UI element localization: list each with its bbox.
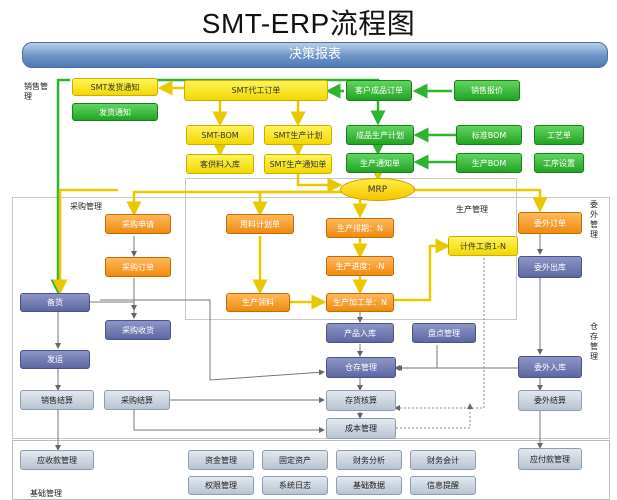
node-process-sheet[interactable]: 工艺单: [534, 125, 584, 145]
node-process-setup[interactable]: 工序设置: [534, 153, 584, 173]
node-purchase-settle[interactable]: 采购结算: [104, 390, 170, 410]
node-stock-accounting[interactable]: 存货核算: [326, 390, 396, 411]
purchase-region: [12, 197, 610, 439]
node-system-log[interactable]: 系统日志: [262, 476, 328, 495]
node-info-alert[interactable]: 信息提醒: [410, 476, 476, 495]
node-purchase-order[interactable]: 采购订单: [105, 257, 171, 277]
node-prod-bom[interactable]: 生产BOM: [456, 153, 522, 173]
node-outsource-settle[interactable]: 委外结算: [518, 390, 582, 411]
node-purchase-receive[interactable]: 采购收货: [105, 320, 171, 340]
node-warehouse-mgmt[interactable]: 仓存管理: [326, 357, 396, 378]
label-purchase: 采购管理: [70, 202, 102, 211]
node-delivery[interactable]: 发运: [20, 350, 90, 369]
node-smt-prod-notice[interactable]: SMT生产通知单: [264, 154, 332, 174]
node-fixed-assets[interactable]: 固定资产: [262, 450, 328, 470]
node-fin-accounting[interactable]: 财务会计: [410, 450, 476, 470]
node-customer-stockin[interactable]: 客供料入库: [186, 154, 254, 174]
node-ap-mgmt[interactable]: 应付款管理: [518, 448, 582, 470]
label-warehouse: 仓存管理: [590, 322, 598, 361]
node-smt-ship-notice[interactable]: SMT发货通知: [72, 78, 158, 96]
node-ar-mgmt[interactable]: 应收款管理: [20, 450, 94, 470]
node-prod-progress[interactable]: 生产进度：-N: [326, 256, 394, 276]
node-smt-order[interactable]: SMT代工订单: [184, 80, 328, 101]
node-prod-process[interactable]: 生产加工单：N: [326, 293, 394, 312]
label-outsource: 委外管理: [590, 200, 598, 239]
node-purchase-request[interactable]: 采购申请: [105, 214, 171, 234]
node-smt-bom[interactable]: SMT-BOM: [186, 125, 254, 145]
node-inventory-check[interactable]: 盘点管理: [412, 323, 476, 343]
node-prod-schedule[interactable]: 生产排期：N: [326, 218, 394, 238]
node-finished-plan[interactable]: 成品生产计划: [346, 125, 414, 145]
node-permission-mgmt[interactable]: 权限管理: [188, 476, 254, 495]
label-base: 基础管理: [30, 489, 62, 498]
node-base-data[interactable]: 基础数据: [336, 476, 402, 495]
node-fund-mgmt[interactable]: 资金管理: [188, 450, 254, 470]
node-cost-mgmt[interactable]: 成本管理: [326, 418, 396, 439]
node-ship-notice[interactable]: 发货通知: [72, 103, 158, 121]
node-outsource-in[interactable]: 委外入库: [518, 356, 582, 378]
decision-report-banner[interactable]: 决策报表: [22, 42, 608, 68]
node-customer-order[interactable]: 客户成品订单: [346, 80, 412, 101]
node-sales-settle[interactable]: 销售结算: [20, 390, 94, 410]
node-prod-notice[interactable]: 生产通知单: [346, 153, 414, 173]
node-prod-material[interactable]: 生产领料: [226, 293, 290, 312]
node-std-bom[interactable]: 标准BOM: [456, 125, 522, 145]
node-sales-quote[interactable]: 销售报价: [454, 80, 520, 101]
node-work-hours[interactable]: 计件工资1-N: [448, 236, 518, 256]
node-product-stockin[interactable]: 产品入库: [326, 323, 394, 343]
node-stock-prep[interactable]: 备货: [20, 293, 90, 312]
node-mrp[interactable]: MRP: [340, 178, 415, 201]
node-material-plan[interactable]: 用料计划单: [226, 214, 294, 234]
label-sales: 销售管理: [24, 82, 48, 101]
node-outsource-out[interactable]: 委外出库: [518, 256, 582, 278]
label-production: 生产管理: [456, 205, 488, 214]
node-outsource-order[interactable]: 委外订单: [518, 212, 582, 234]
node-fin-analysis[interactable]: 财务分析: [336, 450, 402, 470]
page-title: SMT-ERP流程图: [201, 8, 416, 39]
node-smt-plan[interactable]: SMT生产计划: [264, 125, 332, 145]
